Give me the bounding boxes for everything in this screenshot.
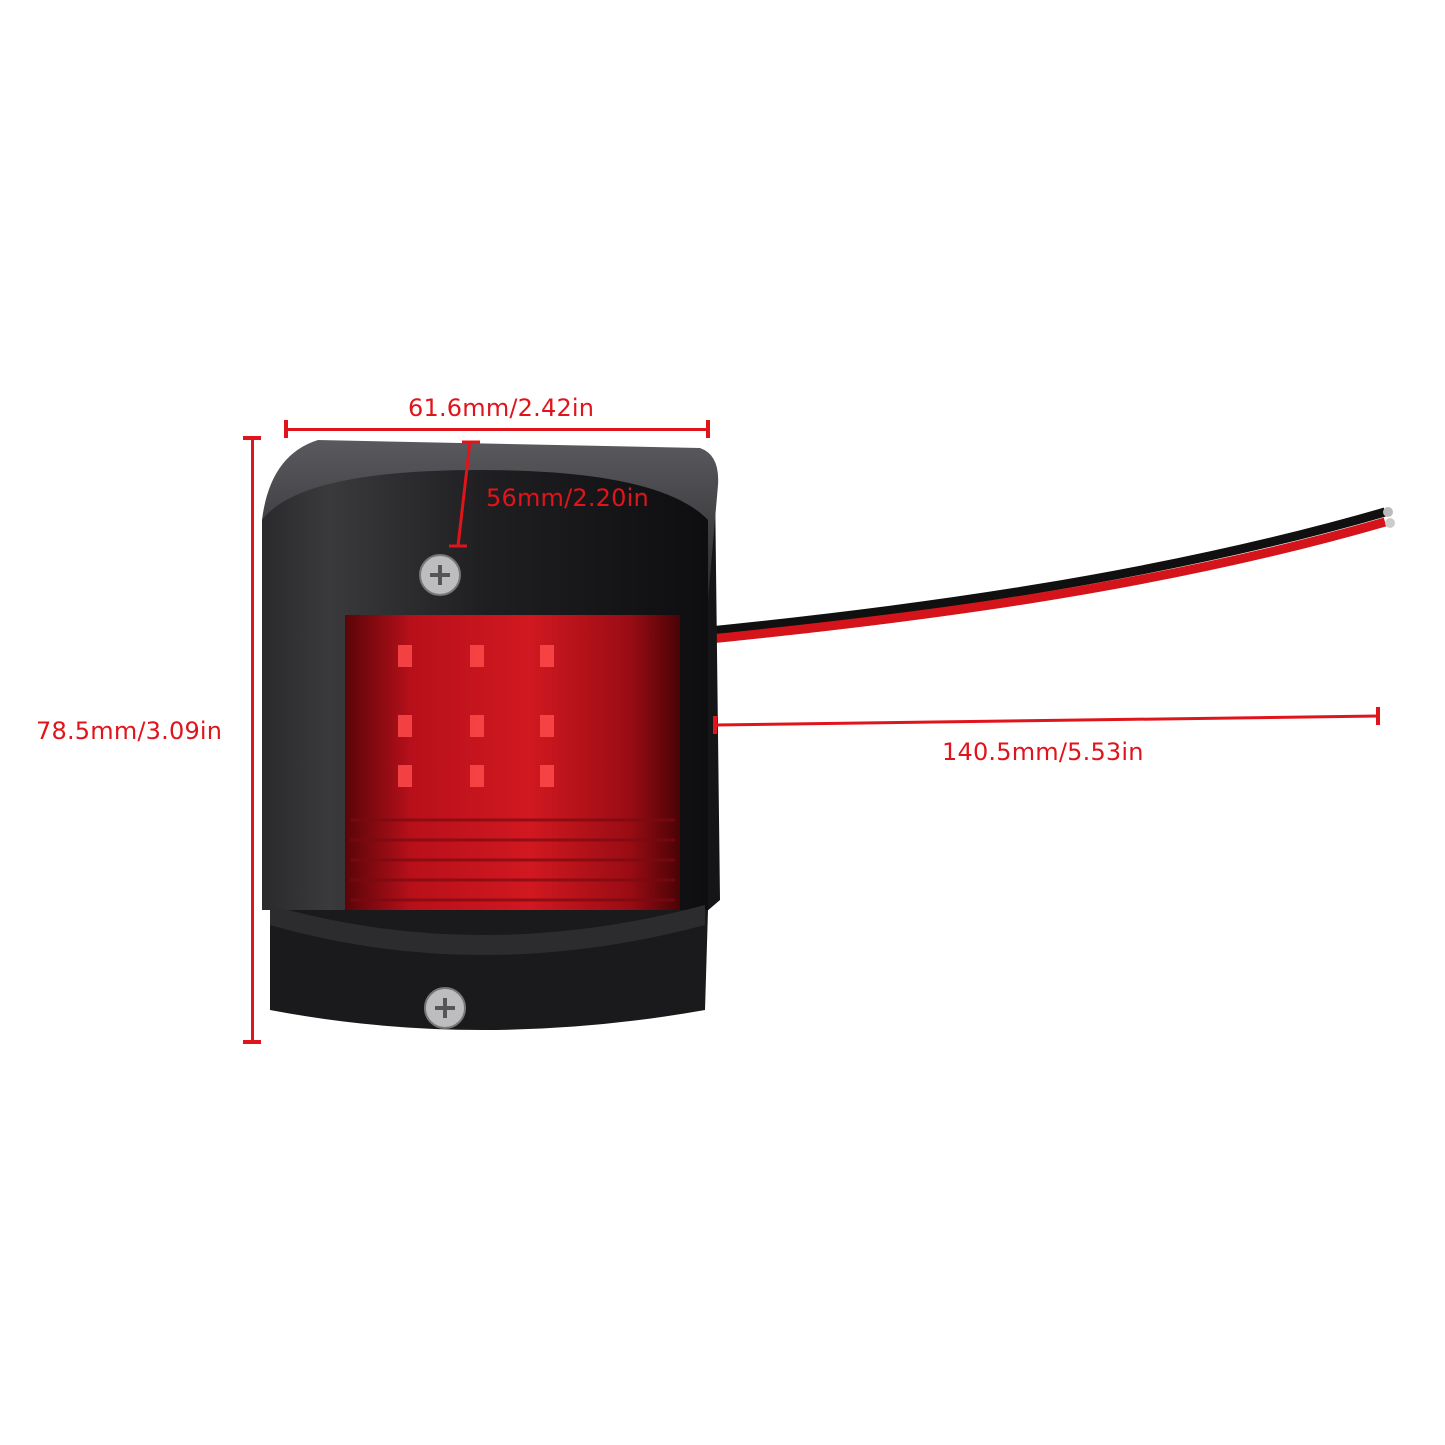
bottom-screw-icon xyxy=(424,987,466,1029)
height-dimension-line xyxy=(251,438,254,1042)
wire-lead xyxy=(699,507,1395,645)
height-dimension-cap-bottom xyxy=(243,1040,261,1044)
width-dimension-cap-right xyxy=(706,420,710,438)
top-screw-icon xyxy=(419,554,461,596)
width-dimension-cap-left xyxy=(284,420,288,438)
led-array xyxy=(398,645,554,787)
width-dimension-label: 61.6mm/2.42in xyxy=(408,394,595,422)
depth-dimension-label: 56mm/2.20in xyxy=(486,484,649,512)
width-dimension-line xyxy=(286,428,708,431)
cable-length-dimension-label: 140.5mm/5.53in xyxy=(942,738,1144,766)
height-dimension-cap-top xyxy=(243,436,261,440)
height-dimension-label: 78.5mm/3.09in xyxy=(36,717,223,745)
